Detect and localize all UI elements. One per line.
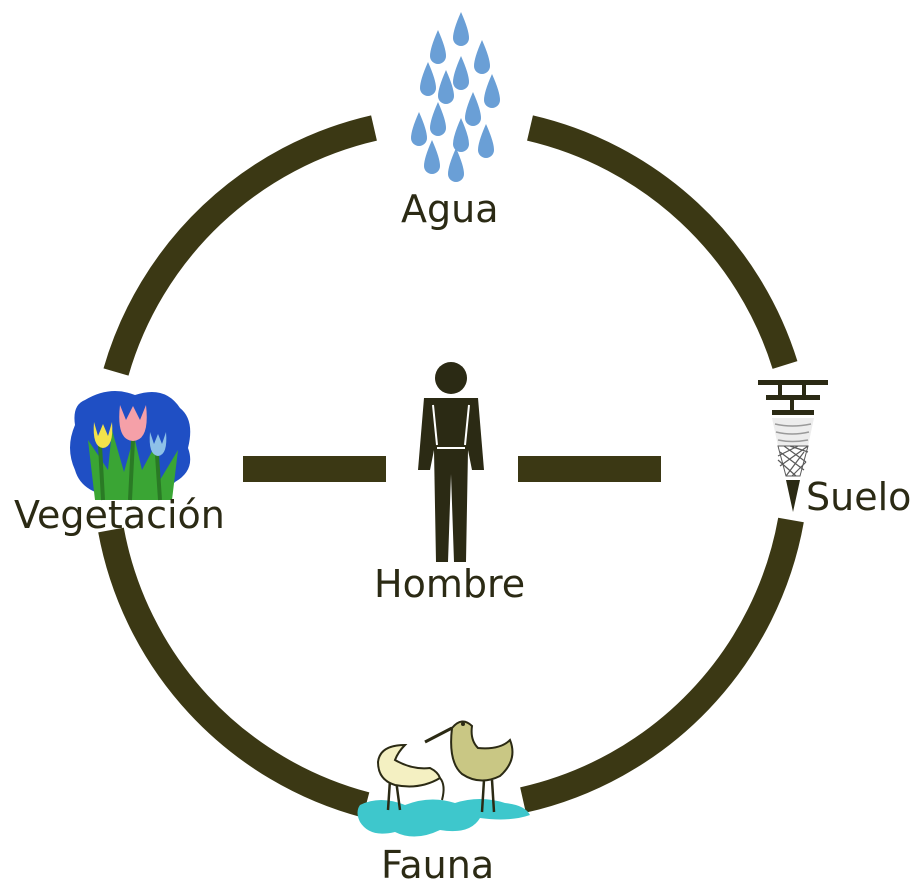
flowers-icon xyxy=(70,391,191,501)
bar-left xyxy=(243,456,386,482)
person-icon xyxy=(418,362,484,562)
node-label-fauna: Fauna xyxy=(381,843,495,887)
bar-right xyxy=(518,456,661,482)
node-label-agua: Agua xyxy=(401,187,499,231)
wading-birds-icon xyxy=(357,720,530,837)
soil-profile-icon xyxy=(758,380,828,512)
node-label-hombre: Hombre xyxy=(374,562,526,606)
ring-arc-bottom-left xyxy=(98,527,370,818)
node-label-vegetacion: Vegetación xyxy=(14,493,225,537)
ring-arc-right-bottom xyxy=(520,517,804,813)
ring-arc-top-right xyxy=(527,115,798,369)
ring xyxy=(98,115,804,818)
rain-drops-icon xyxy=(411,12,500,182)
ring-arc-left-top xyxy=(103,115,377,376)
node-label-suelo: Suelo xyxy=(806,475,912,519)
